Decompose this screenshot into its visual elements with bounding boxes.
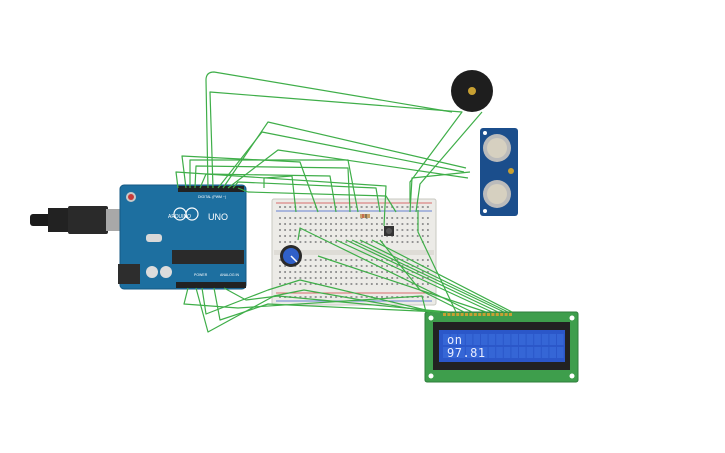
lcd-character-cells [443,334,564,358]
wire-27[interactable] [417,210,457,313]
power-analog-header [176,282,246,288]
usb-cable [48,208,70,232]
wire-11[interactable] [237,187,397,213]
wire-16[interactable] [213,287,441,321]
wire-10[interactable] [232,181,381,213]
wire-3[interactable] [217,131,465,189]
wire-2[interactable] [209,91,463,203]
analog-label: ANALOG IN [220,273,240,277]
wire-25[interactable] [371,239,513,313]
wire-21[interactable] [335,239,493,313]
uno-label: UNO [208,212,228,222]
power-label: POWER [194,273,208,277]
wire-29[interactable] [415,111,483,213]
lcd-pin-header [443,313,512,316]
wire-5[interactable] [227,149,469,189]
resistor[interactable] [360,214,370,218]
wire-26[interactable] [379,239,465,313]
wire-13[interactable] [175,171,387,227]
capacitor-1 [146,266,158,278]
capacitor-2 [160,266,172,278]
arduino-uno-board[interactable]: ARDUINO UNO DIGITAL (PWM ~) POWER ANALOG… [30,184,247,290]
wire-22[interactable] [345,239,499,313]
power-jack [118,264,140,284]
wires[interactable] [175,71,513,333]
usb-plug [68,206,108,234]
digital-header [178,186,244,192]
potentiometer[interactable] [280,245,302,267]
wire-18[interactable] [183,287,427,313]
lcd-line-2: 97.81 [447,346,486,360]
ultrasonic-sensor-hc-sr04[interactable] [480,128,518,216]
wire-17[interactable] [223,287,449,313]
wire-24[interactable] [359,239,509,313]
atmega-chip [172,250,244,264]
breadboard[interactable] [271,198,437,306]
wire-12[interactable] [263,175,297,213]
wire-28[interactable] [409,171,471,213]
lcd-16x2-display[interactable] [424,311,579,383]
wire-23[interactable] [351,239,505,313]
piezo-buzzer[interactable] [451,70,493,112]
potentiometer-knob-indicator [290,255,298,263]
wire-1[interactable] [205,71,453,189]
crystal [146,234,162,242]
arduino-brand-label: ARDUINO [168,214,191,220]
wire-20[interactable] [317,255,487,313]
digital-label: DIGITAL (PWM ~) [198,195,226,199]
wire-7[interactable] [194,165,351,213]
lcd-line-1: on [447,333,463,347]
usb-port [106,209,120,231]
barrel-jack-plug [30,214,52,226]
